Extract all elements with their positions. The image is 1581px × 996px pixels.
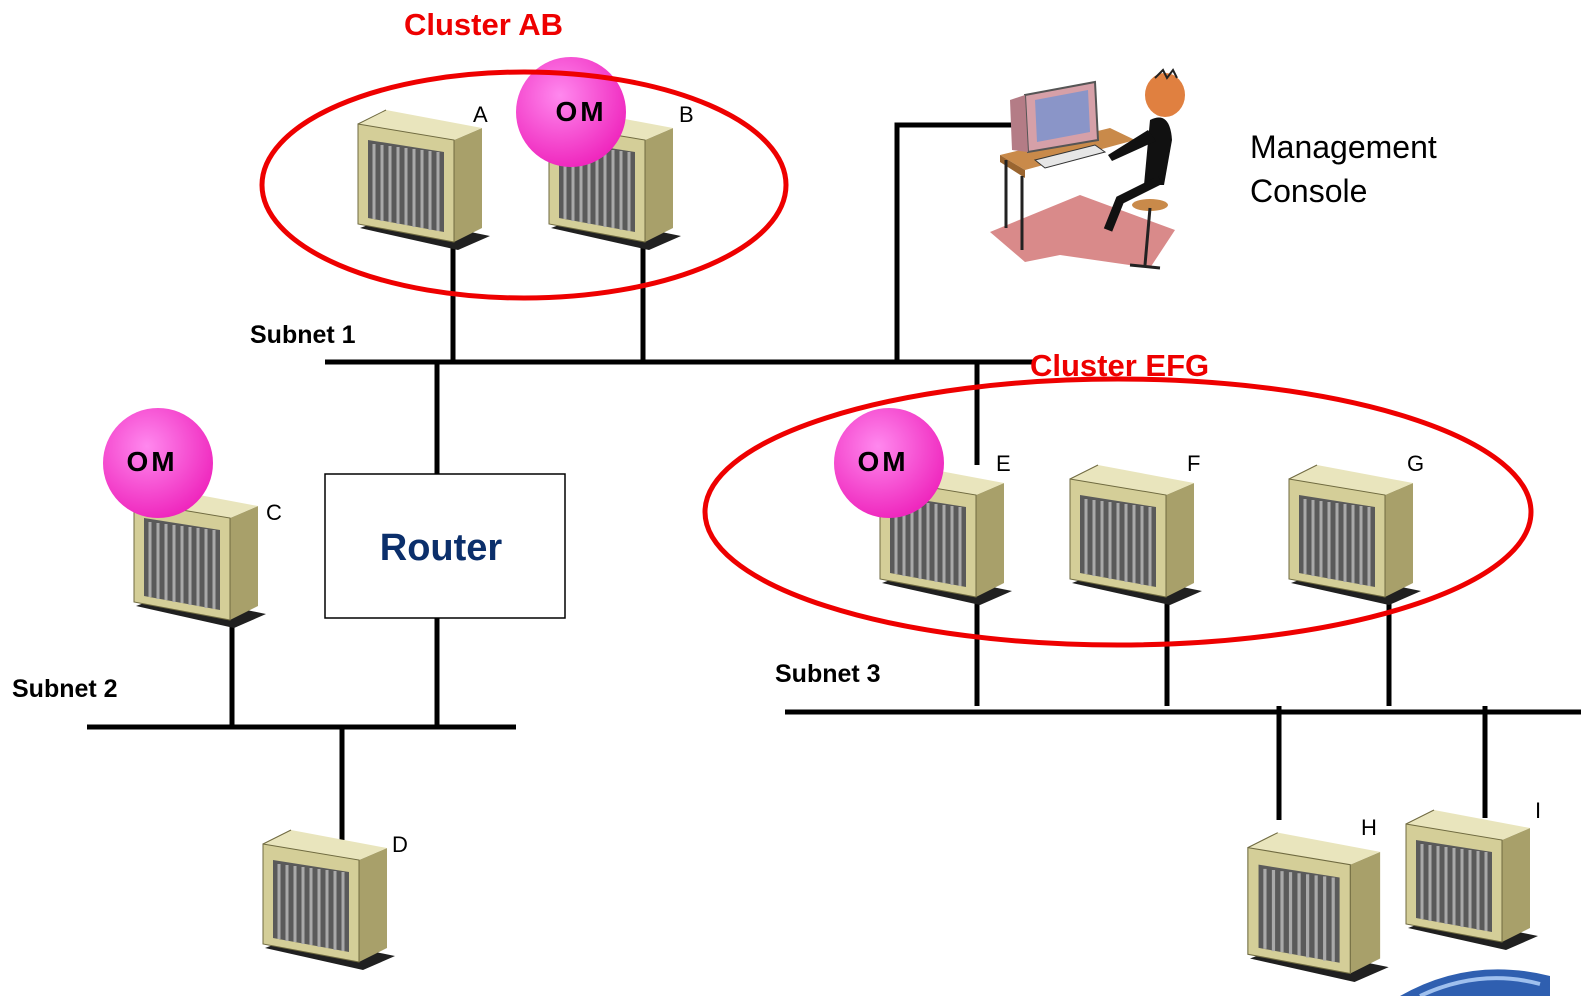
server-b: B <box>547 102 694 250</box>
server-e: E <box>878 451 1012 605</box>
server-c-label: C <box>266 500 282 525</box>
server-f: F <box>1068 451 1202 605</box>
cluster-ab-title: Cluster AB <box>404 7 563 42</box>
subnet-2-label: Subnet 2 <box>12 675 118 703</box>
server-d-label: D <box>392 832 408 857</box>
server-h-label: H <box>1361 815 1377 840</box>
om-agent-b-label: OM <box>555 96 606 127</box>
om-agent-b: OM <box>516 57 626 167</box>
om-agent-c: OM <box>103 408 213 518</box>
server-e-label: E <box>996 451 1011 476</box>
server-g: G <box>1287 451 1424 605</box>
om-agent-e-label: OM <box>857 446 908 477</box>
cluster-ab-boundary <box>259 69 789 301</box>
router-label: Router <box>380 527 503 569</box>
cluster-efg-boundary <box>702 376 1534 648</box>
om-agent-e: OM <box>834 408 944 518</box>
server-h: H <box>1246 815 1389 982</box>
server-a-label: A <box>473 102 488 127</box>
router: Router <box>324 473 566 619</box>
server-f-label: F <box>1187 451 1200 476</box>
link-console <box>894 122 1020 362</box>
console-label-line1: Management <box>1250 129 1437 165</box>
server-i-label: I <box>1535 798 1541 823</box>
subnet-1-label: Subnet 1 <box>250 321 356 349</box>
network-lines <box>87 122 1581 840</box>
om-agent-c-label: OM <box>126 446 177 477</box>
server-b-label: B <box>679 102 694 127</box>
person-at-computer-icon <box>990 68 1185 270</box>
server-i: I <box>1404 798 1541 950</box>
subnet-3-label: Subnet 3 <box>775 660 881 688</box>
cluster-efg-title: Cluster EFG <box>1030 348 1209 383</box>
logo-fragment <box>1400 969 1550 996</box>
server-d: D <box>261 828 408 970</box>
console-label-line2: Console <box>1250 173 1367 209</box>
server-a: A <box>356 102 490 250</box>
server-c: C <box>132 486 282 628</box>
server-g-label: G <box>1407 451 1424 476</box>
